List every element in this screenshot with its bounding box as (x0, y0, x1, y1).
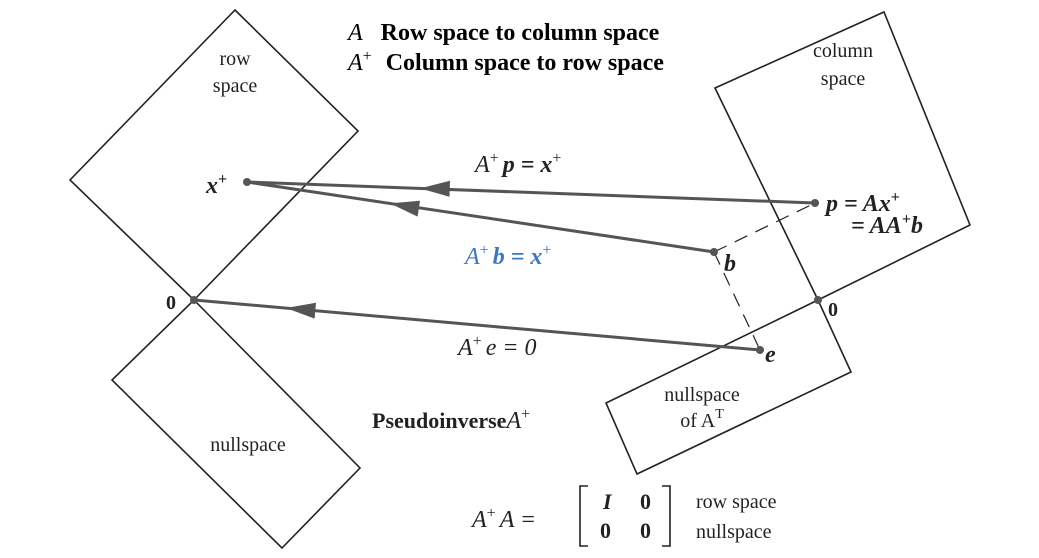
matrix-bracket-right (662, 485, 671, 547)
e-label: e (765, 342, 776, 368)
zero-left-label: 0 (166, 292, 176, 314)
matrix-row1-label: row space (696, 491, 777, 513)
row-space-region (68, 8, 360, 302)
xplus-label: x+ (205, 171, 227, 199)
dashed-b-to-e (713, 251, 761, 351)
point-e (756, 346, 764, 354)
nullspace-region (110, 298, 362, 550)
left-nullspace-region (604, 298, 853, 476)
zero-right-label: 0 (828, 299, 838, 321)
point-zero-left (190, 296, 198, 304)
pseudoinverse-title: PseudoinverseA+ (372, 406, 530, 434)
row-space-label-1: row (219, 48, 251, 70)
label-aplus-p: A+p = x+ (473, 150, 561, 178)
matrix-cell-11: I (602, 489, 613, 514)
column-space-label-2: space (821, 68, 866, 90)
arrow-b-to-xplus (246, 180, 715, 254)
label-aplus-b: A+b = x+ (463, 242, 551, 270)
legend-row-aplus: A+ Column space to row space (346, 41, 664, 76)
left-nullspace-label-1: nullspace (664, 384, 740, 406)
point-b (710, 248, 718, 256)
arrow-p-to-xplus (246, 180, 816, 205)
matrix-row2-label: nullspace (696, 521, 772, 543)
dashed-b-to-p (713, 202, 816, 253)
matrix-cell-22: 0 (640, 518, 651, 543)
matrix-cell-12: 0 (640, 489, 651, 514)
point-p (811, 199, 819, 207)
column-space-region (713, 10, 972, 302)
point-xplus (243, 178, 251, 186)
matrix-lhs: A+A = (470, 505, 536, 533)
arrowhead-e-to-zero (286, 302, 316, 319)
row-space-label-2: space (213, 75, 258, 97)
label-aplus-e: A+e = 0 (456, 333, 537, 361)
column-space-label-1: column (813, 40, 873, 62)
b-label: b (724, 251, 736, 277)
matrix-cell-21: 0 (600, 518, 611, 543)
p-label-line2: = AA+b (851, 211, 923, 239)
matrix-bracket-left (579, 485, 588, 547)
point-zero-right (814, 296, 822, 304)
arrowhead-p-to-xplus (420, 180, 450, 197)
legend-row-a: A Row space to column space (346, 20, 660, 46)
arrowhead-b-to-xplus (390, 200, 420, 217)
nullspace-label: nullspace (210, 434, 286, 456)
left-nullspace-label-2: of AT (680, 407, 724, 432)
p-label-line1: p = Ax+ (824, 189, 900, 217)
